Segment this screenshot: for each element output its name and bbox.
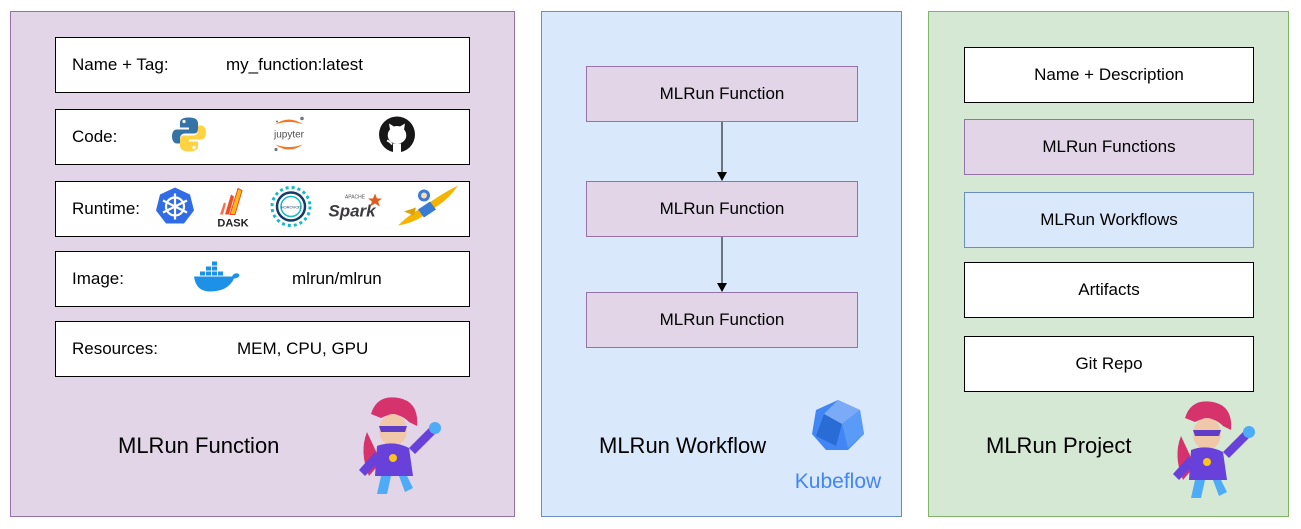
code-row: Code: jupyter [55,109,470,165]
mascot-icon [1161,396,1259,505]
workflow-arrow-1 [717,122,727,181]
workflow-step-3: MLRun Function [586,292,858,348]
code-label: Code: [72,127,118,146]
horovod-text: HOROVOD [281,205,302,210]
project-item-name-description: Name + Description [964,47,1254,103]
image-value: mlrun/mlrun [292,269,382,288]
resources-row: Resources: MEM, CPU, GPU [55,321,470,377]
runtime-label: Runtime: [72,199,141,218]
python-icon [170,116,208,159]
name-tag-row: Name + Tag: my_function:latest [55,37,470,93]
function-panel: Name + Tag: my_function:latest Code: jup… [10,11,515,517]
mascot-icon [347,392,445,501]
jupyter-text: jupyter [273,130,305,141]
spark-icon: APACHE Spark [327,190,383,229]
function-caption: MLRun Function [118,433,280,458]
dask-text: DASK [217,218,248,229]
workflow-step-2: MLRun Function [586,181,858,237]
project-item-functions: MLRun Functions [964,119,1254,175]
workflow-caption: MLRun Workflow [599,433,767,458]
kubernetes-icon [154,186,196,233]
image-row: Image: mlrun/mlrun [55,251,470,307]
project-caption: MLRun Project [986,433,1132,458]
spark-text: Spark [328,202,377,221]
workflow-step-1: MLRun Function [586,66,858,122]
workflow-panel: MLRun Function MLRun Function MLRun Func… [541,11,902,517]
project-panel: Name + Description MLRun Functions MLRun… [928,11,1289,517]
jupyter-icon: jupyter [268,114,310,161]
resources-label: Resources: [72,339,158,358]
image-label: Image: [72,269,124,288]
project-item-artifacts: Artifacts [964,262,1254,318]
resources-value: MEM, CPU, GPU [237,339,369,358]
project-item-workflows: MLRun Workflows [964,192,1254,248]
horovod-icon: HOROVOD [268,184,314,235]
github-icon [378,116,416,159]
runtime-row: Runtime: DASK [55,181,470,237]
name-tag-value: my_function:latest [226,55,364,74]
spark-super-text: APACHE [345,195,366,201]
dask-icon: DASK [212,185,254,234]
kubeflow-text: Kubeflow [795,470,882,492]
workflow-arrow-2 [717,237,727,292]
docker-icon [192,260,242,299]
name-tag-label: Name + Tag: [72,55,169,74]
project-item-git-repo: Git Repo [964,336,1254,392]
nuclio-icon [394,182,462,237]
kubeflow-logo-icon: Kubeflow [792,396,884,497]
